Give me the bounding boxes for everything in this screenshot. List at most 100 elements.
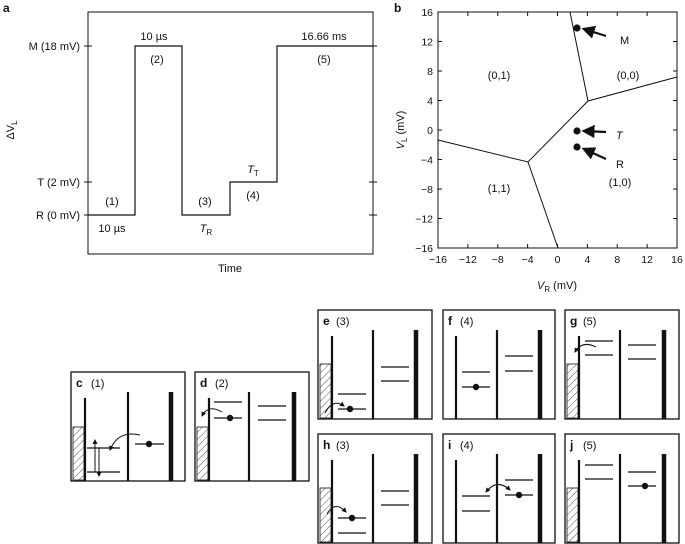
point-t <box>573 127 581 135</box>
tunnel-arrow-d <box>201 408 223 417</box>
xtick-label: 8 <box>614 254 620 266</box>
step-4-label: (4) <box>246 190 259 202</box>
tunnel-arrow-e <box>324 401 345 414</box>
region-10: (1,0) <box>609 177 632 189</box>
electron-i <box>515 491 523 499</box>
point-m <box>573 24 581 32</box>
panel-g-label: g <box>570 314 577 328</box>
region-11: (1,1) <box>488 183 511 195</box>
tick-label-r: R (0 mV) <box>36 210 80 222</box>
lead-hatch-d <box>196 426 209 481</box>
panel-h-step: (3) <box>336 440 349 452</box>
panel-f-step: (4) <box>460 316 473 328</box>
point-r-label: R <box>616 159 624 171</box>
xtick-label: 12 <box>641 254 653 266</box>
panel-h: h (3) <box>317 433 433 544</box>
xtick-label: 0 <box>555 254 561 266</box>
panel-a: a M (18 mV) T (2 mV) R (0 mV) ΔVL Time 1… <box>3 1 377 275</box>
panel-c-label: c <box>76 376 83 390</box>
panel-b-xlabel: VR (mV) <box>537 280 577 294</box>
panel-j-label: j <box>569 438 573 452</box>
panel-a-label: a <box>3 1 10 15</box>
electron-f <box>472 383 480 391</box>
arrow-t <box>581 124 607 139</box>
step-3-label: (3) <box>198 196 211 208</box>
step-1-label: (1) <box>105 196 118 208</box>
anno-16ms: 16.66 ms <box>301 31 347 43</box>
panel-c-step: (1) <box>91 378 104 390</box>
panel-i-frame <box>442 433 556 544</box>
panel-b-ticks <box>437 11 678 249</box>
panel-b-frame <box>437 11 678 249</box>
panel-i-step: (4) <box>460 440 473 452</box>
svg-text:VL (mV): VL (mV) <box>395 111 409 150</box>
svg-text:ΔVL: ΔVL <box>5 120 19 140</box>
point-m-label: M <box>620 35 629 47</box>
region-01: (0,1) <box>488 70 511 82</box>
point-t-label: T <box>616 130 624 142</box>
panel-f-frame <box>442 309 556 420</box>
electron-c <box>145 440 153 448</box>
point-r <box>573 143 581 151</box>
step-2-label: (2) <box>150 54 163 66</box>
panel-i: i (4) <box>442 433 556 544</box>
panel-g-step: (5) <box>583 316 596 328</box>
tunnel-arrow-h <box>326 506 347 515</box>
electron-h <box>348 514 356 522</box>
ytick-label: 4 <box>427 96 433 108</box>
panel-d-frame <box>194 371 310 482</box>
panel-i-label: i <box>448 438 451 452</box>
boundary-bottom <box>527 161 559 249</box>
lead-hatch-g <box>566 363 579 419</box>
panel-j: j (5) <box>564 433 680 544</box>
ytick-label: 12 <box>421 37 433 49</box>
xtick-label: −12 <box>459 254 477 266</box>
panel-b-label: b <box>394 1 401 15</box>
lead-hatch-h <box>319 487 332 543</box>
tunnel-arrow-g <box>574 343 597 353</box>
step-5-label: (5) <box>317 54 330 66</box>
xtick-label: 16 <box>671 254 683 266</box>
xtick-label: −4 <box>522 254 534 266</box>
lead-hatch-j <box>566 487 579 543</box>
electron-d <box>226 414 234 422</box>
panel-d-label: d <box>200 376 207 390</box>
panel-e-label: e <box>323 314 330 328</box>
lead-hatch-c <box>72 426 85 481</box>
panel-f: f (4) <box>442 309 556 420</box>
anno-10us-top: 10 µs <box>140 31 168 43</box>
ytick-label: −4 <box>421 155 433 167</box>
panel-e: e (3) <box>317 309 433 420</box>
panel-h-frame <box>317 433 433 544</box>
boundary-top <box>569 11 589 102</box>
xtick-label: −8 <box>492 254 504 266</box>
panel-c: c (1) <box>70 371 186 482</box>
ytick-label: −16 <box>415 243 433 255</box>
region-00: (0,0) <box>617 70 640 82</box>
tunnel-arrow-c <box>109 433 141 451</box>
panel-d: d (2) <box>194 371 310 482</box>
panel-e-frame <box>317 309 433 420</box>
panel-g: g (5) <box>564 309 680 420</box>
ytick-label: 16 <box>421 7 433 19</box>
t-t-label: TT <box>247 164 259 178</box>
electron-j <box>641 482 649 490</box>
lead-hatch-e <box>319 363 332 419</box>
panel-d-step: (2) <box>215 378 228 390</box>
panel-a-frame <box>87 11 374 255</box>
panel-g-frame <box>564 309 680 420</box>
anno-10us-bottom: 10 µs <box>98 223 126 235</box>
tick-label-m: M (18 mV) <box>29 41 80 53</box>
arrow-r <box>581 147 607 161</box>
boundary-main <box>437 76 678 163</box>
panel-a-xlabel: Time <box>218 263 242 275</box>
electron-e <box>346 405 354 413</box>
ytick-label: −8 <box>421 184 433 196</box>
ytick-label: 0 <box>427 125 433 137</box>
tunnel-arrow-i2 <box>485 484 511 493</box>
panel-f-label: f <box>448 314 453 328</box>
